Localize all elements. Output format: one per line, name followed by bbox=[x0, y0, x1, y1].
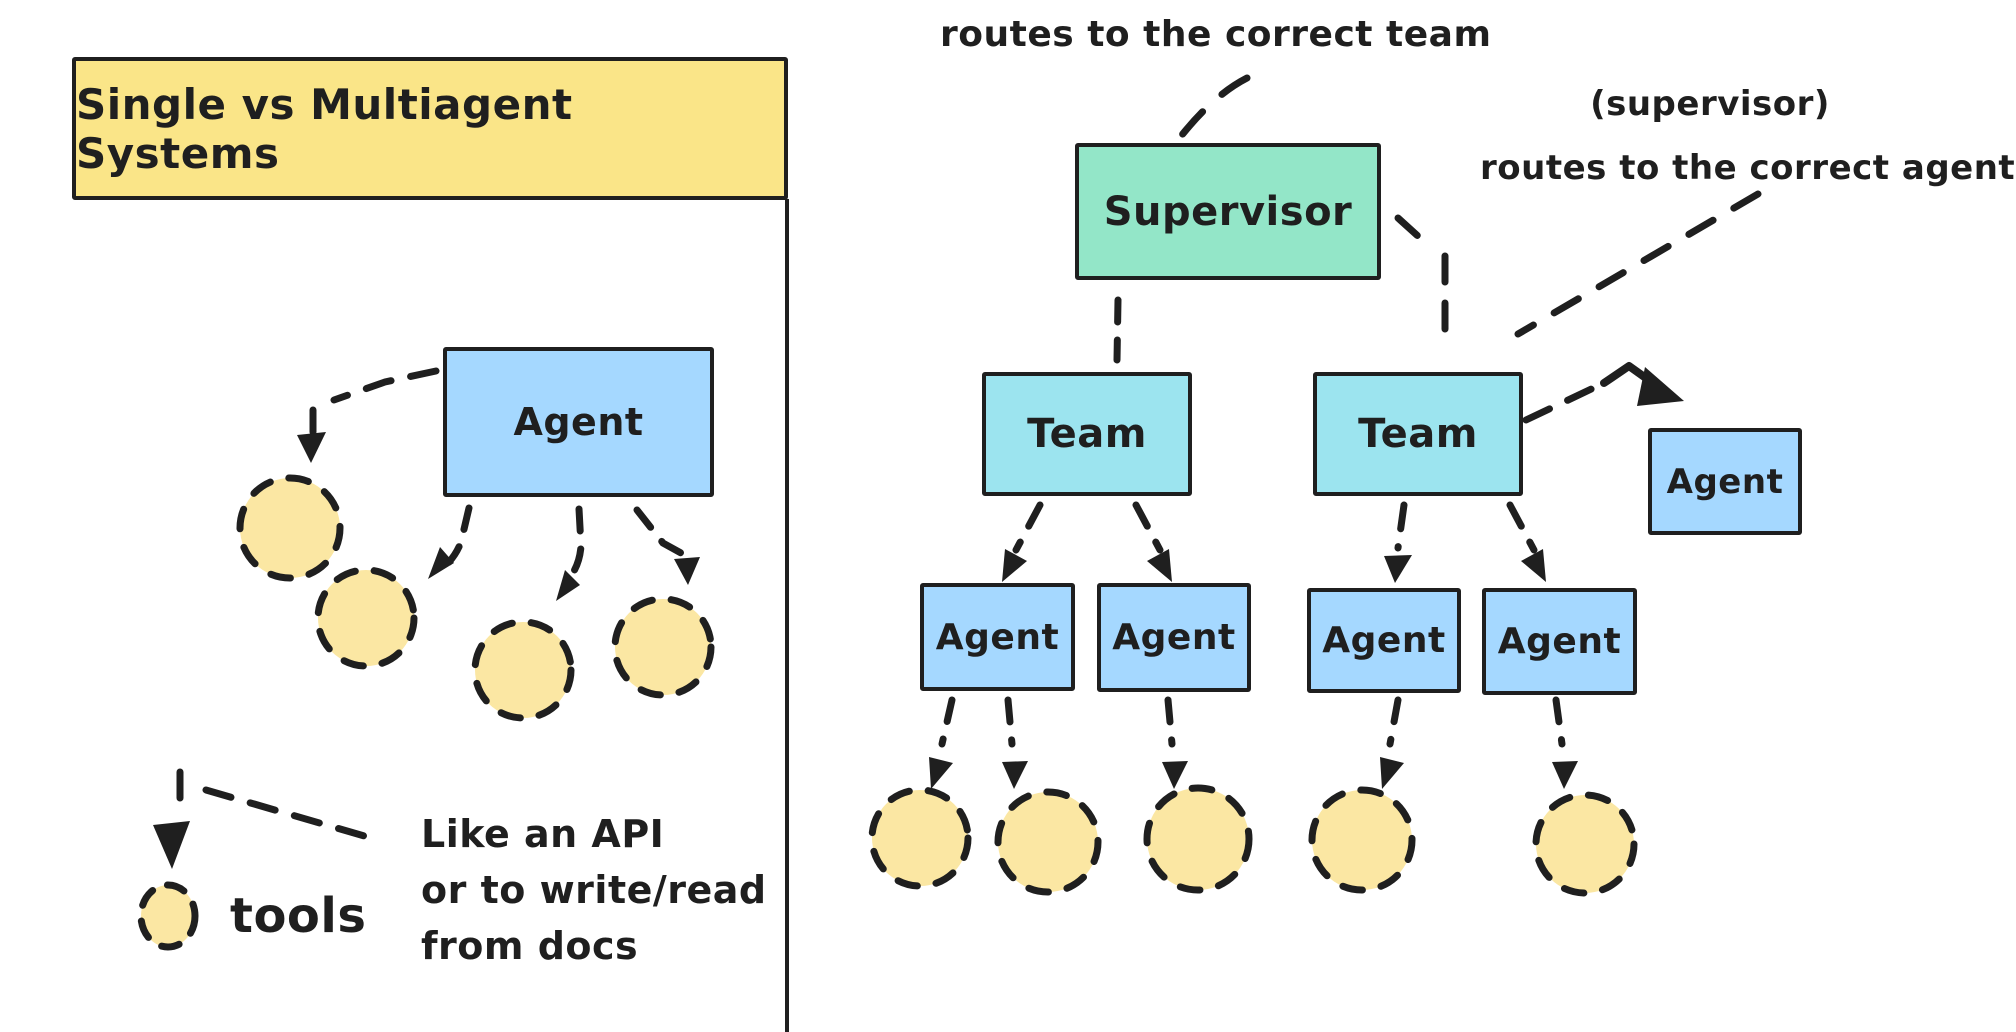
agent-label-2: Agent bbox=[1112, 617, 1236, 658]
team-right-label: Team bbox=[1358, 411, 1478, 457]
team-left-to-agent1-line bbox=[1012, 501, 1044, 554]
arrowhead-left-tool1 bbox=[297, 432, 326, 463]
arrowhead-agent4 bbox=[1521, 549, 1546, 582]
team-right-box: Team bbox=[1313, 372, 1523, 496]
arrowhead-tool2 bbox=[1002, 761, 1028, 789]
agent3-to-tool4-line bbox=[1386, 696, 1402, 748]
arrowhead-tool4 bbox=[1380, 757, 1404, 789]
tool-circle-left-1 bbox=[236, 474, 344, 582]
tool-circle-left-2 bbox=[314, 566, 418, 670]
legend-dashed-arrow-line bbox=[176, 768, 382, 844]
arrowhead-legend bbox=[153, 821, 190, 869]
tool-circle-right-3 bbox=[1143, 784, 1253, 894]
agent-to-left-tool3-line bbox=[570, 505, 585, 575]
legend-tool-circle bbox=[137, 881, 199, 951]
agent-to-left-tool2-line bbox=[445, 504, 473, 566]
tool-circle-right-4 bbox=[1308, 786, 1416, 894]
arrowhead-left-tool2 bbox=[428, 547, 454, 579]
team-right-to-agent4-line bbox=[1506, 501, 1538, 554]
agent-box-1: Agent bbox=[920, 583, 1075, 691]
tool-circle-left-4 bbox=[611, 595, 715, 699]
arrowhead-standalone-agent bbox=[1637, 367, 1684, 406]
agent-label-3: Agent bbox=[1322, 620, 1446, 661]
annotation-routes-agent: routes to the correct agent bbox=[1480, 148, 2016, 188]
agent-to-left-tool4-line bbox=[633, 506, 685, 557]
agent1-to-tool2-line bbox=[1004, 696, 1016, 748]
arrowhead-agent1 bbox=[1002, 549, 1027, 582]
arrowhead-left-tool3 bbox=[556, 570, 580, 601]
tool-circle-left-3 bbox=[471, 618, 575, 722]
annotation-supervisor: (supervisor) bbox=[1590, 84, 1830, 124]
legend-tools-label: tools bbox=[230, 888, 367, 944]
team-right-to-agent3-line bbox=[1394, 501, 1408, 552]
legend-note: Like an API or to write/read from docs bbox=[421, 806, 767, 974]
left-agent-box: Agent bbox=[443, 347, 714, 497]
arrowhead-tool3 bbox=[1162, 761, 1188, 789]
supervisor-box: Supervisor bbox=[1075, 143, 1381, 280]
team-to-standalone-agent-zigzag bbox=[1600, 362, 1654, 387]
supervisor-to-team-left-dashed-line bbox=[1113, 296, 1122, 364]
arrowhead-tool1 bbox=[929, 757, 953, 789]
annotation-to-team-dashed-line bbox=[1514, 190, 1762, 338]
annotation-routes-team: routes to the correct team bbox=[940, 14, 1492, 55]
legend-note-line-3: from docs bbox=[421, 924, 639, 968]
legend-note-line-1: Like an API bbox=[421, 812, 665, 856]
agent-box-4: Agent bbox=[1482, 588, 1637, 695]
supervisor-label: Supervisor bbox=[1103, 188, 1353, 235]
arrowhead-left-tool4 bbox=[674, 557, 700, 585]
agent-label-4: Agent bbox=[1497, 621, 1622, 662]
tool-circle-right-5 bbox=[1532, 791, 1638, 897]
diagram-title: Single vs Multiagent Systems bbox=[76, 79, 573, 178]
note-to-supervisor-dashed-line bbox=[1174, 74, 1251, 144]
team-to-standalone-agent-dashed-line bbox=[1522, 379, 1608, 424]
agent-box-2: Agent bbox=[1097, 583, 1251, 692]
tool-circle-right-1 bbox=[868, 786, 972, 890]
team-left-box: Team bbox=[982, 372, 1192, 496]
team-left-to-agent2-line bbox=[1132, 501, 1164, 554]
title-box: Single vs Multiagent Systems bbox=[72, 57, 788, 200]
agent-box-3: Agent bbox=[1307, 588, 1461, 693]
team-left-label: Team bbox=[1027, 411, 1147, 457]
tool-circle-right-2 bbox=[994, 788, 1102, 896]
agent-to-left-tool1-line bbox=[309, 367, 440, 436]
agent4-to-tool5-line bbox=[1552, 696, 1566, 748]
panel-divider-line bbox=[785, 199, 789, 1032]
agent2-to-tool3-line bbox=[1164, 696, 1176, 748]
arrowhead-agent3 bbox=[1384, 555, 1412, 583]
legend-note-line-2: or to write/read bbox=[421, 868, 767, 912]
agent-label-1: Agent bbox=[935, 616, 1060, 658]
arrowhead-tool5 bbox=[1552, 761, 1578, 789]
arrowhead-agent2 bbox=[1147, 549, 1172, 582]
standalone-agent-label: Agent bbox=[1666, 461, 1784, 502]
supervisor-to-team-right-dashed-line bbox=[1394, 214, 1449, 352]
standalone-agent-box: Agent bbox=[1648, 428, 1802, 535]
agent1-to-tool1-line bbox=[938, 696, 956, 748]
left-agent-label: Agent bbox=[513, 400, 644, 444]
